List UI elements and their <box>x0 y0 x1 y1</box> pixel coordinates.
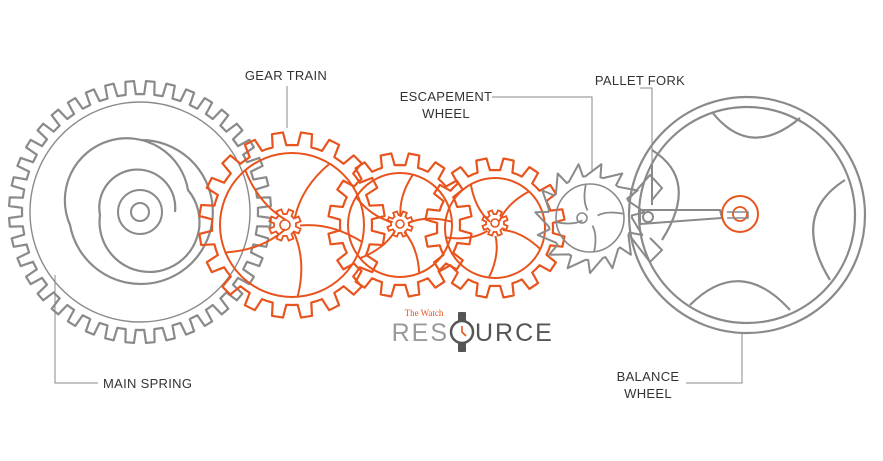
label-gear-train: GEAR TRAIN <box>245 68 327 83</box>
logo-watch-icon <box>449 312 475 352</box>
gear-spoke <box>556 219 583 225</box>
gear-spoke <box>225 228 286 254</box>
gear-spoke <box>469 184 491 223</box>
logo-left-text: RES <box>392 319 449 347</box>
gear-spoke <box>591 225 597 252</box>
escapement-wheel <box>534 163 646 274</box>
gear-spoke <box>293 232 303 298</box>
leader-main-spring <box>54 275 98 384</box>
leader-lines <box>54 86 743 384</box>
label-balance-wheel-line1: BALANCE <box>617 369 680 384</box>
gear-spoke <box>583 184 589 211</box>
logo-top-text: The Watch <box>405 308 444 318</box>
gear-train <box>198 131 566 319</box>
logo-right-text: URCE <box>475 319 554 347</box>
balance-wheel <box>627 95 867 335</box>
label-escapement-line1: ESCAPEMENT <box>400 89 493 104</box>
leader-pallet-fork <box>640 87 653 165</box>
leader-balance-wheel <box>686 333 743 384</box>
gear-train-wheel-2 <box>327 152 473 298</box>
gear-spoke <box>597 211 624 217</box>
balance-wheel-hairspring-center <box>721 195 759 233</box>
main-spring-barrel <box>8 80 272 344</box>
main-spring-inner-ring <box>29 101 251 323</box>
main-spring-arbor-inner <box>130 202 150 222</box>
label-main-spring: MAIN SPRING <box>103 376 192 391</box>
gear-spoke <box>403 231 421 274</box>
gear-train-wheel-3 <box>424 157 566 299</box>
leader-escapement <box>492 96 593 172</box>
label-pallet-fork: PALLET FORK <box>595 73 685 88</box>
gear-spoke <box>502 229 541 250</box>
gear-spoke <box>244 169 287 221</box>
main-spring-arbor-outer <box>117 189 163 235</box>
main-spring-coil <box>63 137 214 286</box>
gear-spoke <box>498 190 530 222</box>
gear-spoke <box>299 224 363 243</box>
gear-spoke <box>445 230 489 240</box>
gear-spoke <box>399 174 414 218</box>
gear-train-wheel-1 <box>198 131 386 319</box>
label-balance-wheel-line2: WHEEL <box>624 386 672 401</box>
the-watch-resource-logo: The Watch RES URCE <box>392 308 554 352</box>
gear-spoke <box>488 235 498 279</box>
label-escapement-line2: WHEEL <box>422 106 470 121</box>
main-spring-gear-outline <box>8 80 272 344</box>
gear-spoke <box>293 162 331 218</box>
